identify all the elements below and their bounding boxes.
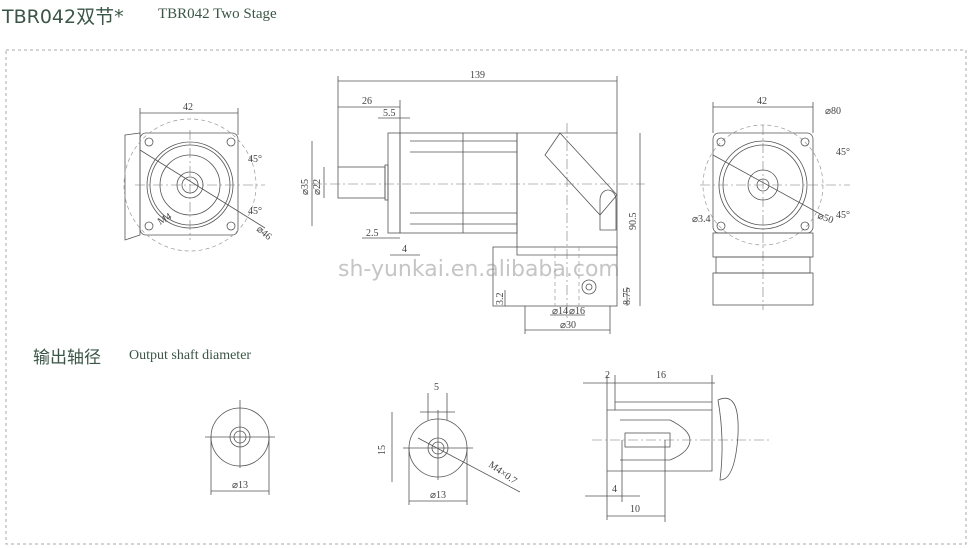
rear-view: 42 ⌀80 ⌀50 ⌀3.4 45° 45°: [692, 96, 850, 310]
side-view: 139 26 5.5 ⌀35 ⌀22 2.5 4 90.5 8.75 3.2 ⌀…: [300, 70, 645, 334]
dim-dia-16: ⌀16: [569, 306, 585, 317]
dim-flange: 5.5: [383, 108, 396, 119]
title-cn: TBR042双节*: [2, 6, 124, 28]
dim-a: 2: [605, 370, 610, 381]
shaft-section-view: 2 16 4 10: [583, 370, 770, 522]
angle-top: 45°: [248, 154, 262, 165]
dim-hole: ⌀3.4: [692, 214, 711, 225]
title-en: TBR042 Two Stage: [158, 6, 277, 22]
dim-gap: 4: [402, 244, 407, 255]
section-title-en: Output shaft diameter: [129, 348, 252, 363]
angle-top: 45°: [836, 147, 850, 158]
dim-bolt-circle: ⌀46: [254, 224, 273, 243]
angle-bottom: 45°: [248, 206, 262, 217]
front-view: 42 45° 45° ⌀46 M4: [123, 102, 273, 252]
dim-shaft-length: 26: [362, 96, 372, 107]
dim-c: 4: [612, 484, 617, 495]
angle-bottom: 45°: [836, 210, 850, 221]
dim-bolt-circle: ⌀80: [825, 106, 841, 117]
dim-width: 42: [183, 102, 193, 113]
dim-dia-outer: ⌀35: [300, 179, 311, 195]
dim-height: 90.5: [628, 213, 639, 231]
dim-output-offset: 8.75: [622, 288, 633, 306]
dim-step: 2.5: [366, 228, 379, 239]
dim-length: 139: [470, 70, 485, 81]
dim-d: 10: [630, 504, 640, 515]
dim-height: 15: [377, 445, 388, 455]
dim-dia-shaft: ⌀22: [312, 179, 323, 195]
dim-width: 42: [757, 96, 767, 107]
dim-dia: ⌀13: [430, 490, 446, 501]
dim-dia-30: ⌀30: [560, 320, 576, 331]
dim-pilot: ⌀50: [816, 210, 835, 226]
dim-small-h: 3.2: [495, 293, 506, 306]
dim-dia: ⌀13: [232, 480, 248, 491]
section-title-cn: 输出轴径: [33, 348, 101, 368]
dim-thread: M4: [156, 211, 174, 227]
dim-key: 5: [434, 382, 439, 393]
dim-dia-14: ⌀14: [552, 306, 568, 317]
drawing-border: [5, 49, 967, 545]
dim-b: 16: [656, 370, 666, 381]
shaft-b-view: 5 15 ⌀13 M4×0.7: [377, 382, 521, 505]
shaft-a-view: ⌀13: [205, 400, 275, 495]
watermark: sh-yunkai.en.alibaba.com: [338, 257, 620, 282]
